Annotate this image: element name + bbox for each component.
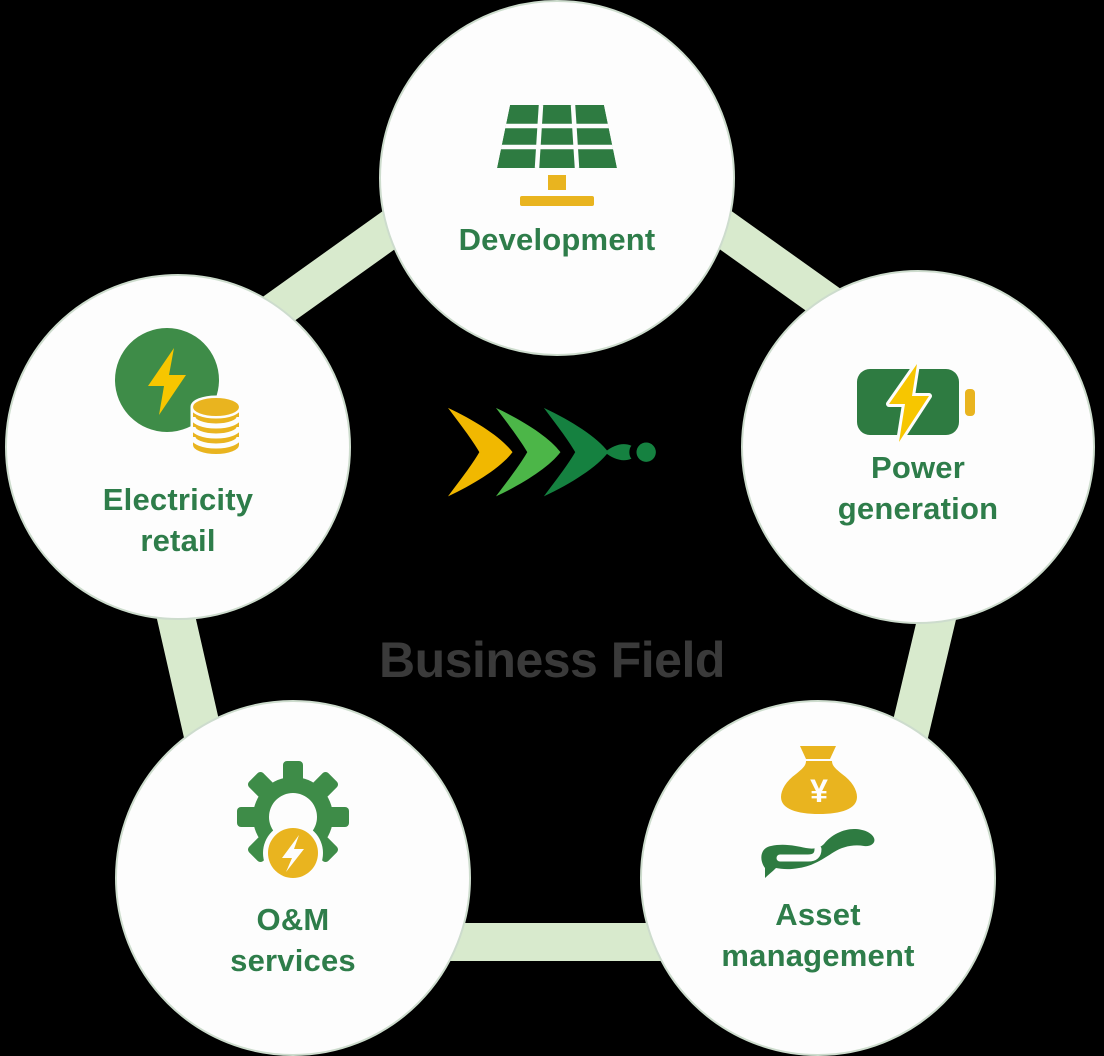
triple-chevron-logo-icon [448, 407, 656, 497]
node-label: Development [458, 222, 656, 257]
node-label: Asset management [721, 897, 915, 973]
node-label: Electricity retail [102, 482, 254, 558]
node-asset-management: ¥ Asset management [640, 700, 996, 1056]
money-bag-hand-icon: ¥ [761, 746, 875, 878]
bolt-circle-coins-icon [115, 328, 242, 457]
node-electricity-retail: Electricity retail [5, 274, 351, 620]
solar-panel-icon [497, 105, 617, 206]
node-development: Development [379, 0, 735, 356]
node-label: O&M services [230, 902, 356, 978]
node-label: Power generation [837, 450, 999, 526]
gear-bolt-icon [237, 761, 349, 883]
node-om-services: O&M services [115, 700, 471, 1056]
node-power-generation: Power generation [741, 270, 1095, 624]
battery-charging-icon [857, 361, 975, 445]
yen-symbol: ¥ [810, 773, 828, 809]
diagram-title: Business Field [379, 632, 725, 688]
